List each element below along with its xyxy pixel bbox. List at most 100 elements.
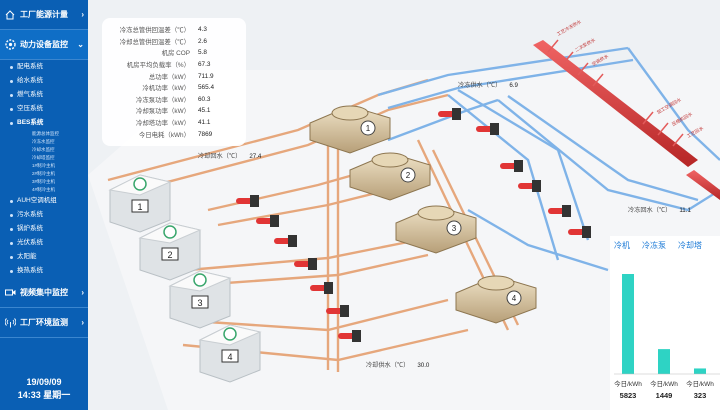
chiller-3[interactable]: 3 [395,205,477,254]
submenu-item[interactable]: AUH空调机组 [0,194,88,208]
chilled-return-temp: 冷冻回水（℃）11.1 [628,207,691,214]
chiller-plant-diagram: 工艺冷冻供水 二次泵供水 空调供水 加工空调回水 压缩机回水 工艺回水 1 2 [88,18,720,410]
nav-label: 视频集中监控 [20,288,68,297]
chiller-4[interactable]: 4 [455,275,537,324]
bes-item[interactable]: 3#制冷主机 [32,179,56,184]
tower-number: 4 [227,352,232,362]
stat-row: 冷却总管供回温差（℃）2.6 [119,37,207,46]
nav-energy-metering[interactable]: 工厂能源计量 › [0,0,88,30]
chiller-2[interactable]: 2 [349,152,431,201]
submenu-item[interactable]: 锅炉系统 [0,222,88,236]
submenu-item[interactable]: 给水系统 [0,74,88,88]
bar-1 [622,274,634,374]
bar-unit-label: 今日/kWh [614,379,642,388]
tab-chilled-pump[interactable]: 冷冻泵 [642,240,666,250]
condenser-pump[interactable] [274,235,297,247]
stat-row: 冷冻总管供回温差（℃）4.3 [119,26,207,35]
condenser-return-temp: 冷却回水（℃）27.4 [198,153,262,160]
bes-item[interactable]: 能源总体监控 [32,131,59,136]
camera-icon [4,287,16,299]
chilled-supply-temp: 冷冻供水（℃）6.9 [458,82,518,89]
chillers: 1 2 3 4 [309,105,537,324]
bes-item[interactable]: 1#制冷主机 [32,163,56,168]
submenu-item[interactable]: 换热系统 [0,264,88,278]
submenu-item-bes[interactable]: BES系统 [0,116,88,130]
stat-row: 今日电耗（kWh）7869 [138,130,213,139]
chilled-pump[interactable] [548,205,571,217]
condenser-supply-temp: 冷却供水（℃）30.0 [366,362,430,369]
condenser-pump[interactable] [310,282,333,294]
pumps [236,108,591,342]
stat-row: 冷机功率（kW）565.4 [142,84,214,93]
nav-label: 动力设备监控 [20,40,68,49]
stat-row: 冷却塔功率（kW）41.1 [136,119,211,128]
stat-row: 冷冻泵功率（kW）60.3 [136,95,211,104]
bar-2 [658,349,670,374]
cooling-tower-1[interactable]: 1 [108,174,172,233]
condenser-pump[interactable] [236,195,259,207]
cooling-tower-4[interactable]: 4 [198,324,262,383]
bar-value-label: 5823 [620,391,637,400]
condenser-pump[interactable] [294,258,317,270]
chevron-right-icon: › [81,288,84,297]
nav-environment-monitoring[interactable]: 工厂环境监测 › [0,308,88,338]
nav-video-monitoring[interactable]: 视频集中监控 › [0,278,88,308]
chiller-1[interactable]: 1 [309,105,391,154]
chiller-number: 1 [366,124,371,133]
bar-3 [694,368,706,374]
bar-unit-label: 今日/kWh [686,379,714,388]
bar-value-label: 1449 [656,391,673,400]
chilled-pump[interactable] [518,180,541,192]
datetime: 19/09/09 14:33 星期一 [0,376,88,402]
submenu-item[interactable]: 污水系统 [0,208,88,222]
condenser-pump[interactable] [326,305,349,317]
chevron-right-icon: › [81,318,84,327]
chilled-pump[interactable] [438,108,461,120]
chiller-number: 4 [512,294,517,303]
cooling-tower-3[interactable]: 3 [168,270,232,329]
gear-icon [4,39,16,51]
bes-submenu: 能源总体监控 冷冻水监控 冷却水监控 冷却塔监控 1#制冷主机 2#制冷主机 3… [0,130,88,194]
submenu-item[interactable]: 光伏系统 [0,236,88,250]
bes-item[interactable]: 冷冻水监控 [32,139,55,144]
submenu: AUH空调机组 污水系统 锅炉系统 光伏系统 太阳能 换热系统 [0,194,88,278]
chilled-pump[interactable] [476,123,499,135]
condenser-pump[interactable] [338,330,361,342]
submenu-item[interactable]: 空压系统 [0,102,88,116]
energy-bar-chart: 今日/kWh 5823 今日/kWh 1449 今日/kWh 323 [614,274,720,400]
bes-item[interactable]: 冷却水监控 [32,147,55,152]
bes-item[interactable]: 2#制冷主机 [32,171,56,176]
chiller-number: 2 [406,171,411,180]
branch-label: 二次泵供水 [574,36,597,54]
bar-unit-label: 今日/kWh [650,379,678,388]
chilled-pump[interactable] [568,226,591,238]
submenu-item[interactable]: 燃气系统 [0,88,88,102]
submenu-item[interactable]: 配电系统 [0,60,88,74]
bes-item[interactable]: 4#制冷主机 [32,187,56,192]
chilled-pump[interactable] [500,160,523,172]
submenu: 配电系统 给水系统 燃气系统 空压系统 BES系统 [0,60,88,130]
plant-view: 工艺冷冻供水 二次泵供水 空调供水 加工空调回水 压缩机回水 工艺回水 1 2 [88,0,720,410]
nav-power-equipment[interactable]: 动力设备监控 ⌄ [0,30,88,60]
submenu-item[interactable]: 太阳能 [0,250,88,264]
energy-tabs: 冷机 冷冻泵 冷却塔 [610,236,720,254]
condenser-pump[interactable] [256,215,279,227]
energy-panel: 冷机 冷冻泵 冷却塔 今日/kWh 5823 今日/kWh 1449 今日/kWh 323 [610,236,720,410]
bes-item[interactable]: 冷却塔监控 [32,155,55,160]
branch-label: 工艺冷冻供水 [556,18,583,38]
antenna-icon [4,317,16,329]
house-icon [4,9,16,21]
chiller-number: 3 [452,224,457,233]
stat-row: 机房平均负载率（%）67.3 [126,61,211,70]
cooling-tower-2[interactable]: 2 [138,222,202,281]
tab-cooling-tower[interactable]: 冷却塔 [678,240,702,250]
tab-chiller[interactable]: 冷机 [614,240,630,250]
date-text: 19/09/09 [26,377,62,387]
nav-label: 工厂能源计量 [20,10,68,19]
chevron-right-icon: › [81,10,84,19]
chevron-down-icon: ⌄ [77,40,84,49]
tower-number: 3 [197,298,202,308]
sidebar: 工厂能源计量 › 动力设备监控 ⌄ 配电系统 给水系统 燃气系统 空压系统 BE… [0,0,88,410]
bar-value-label: 323 [694,391,707,400]
